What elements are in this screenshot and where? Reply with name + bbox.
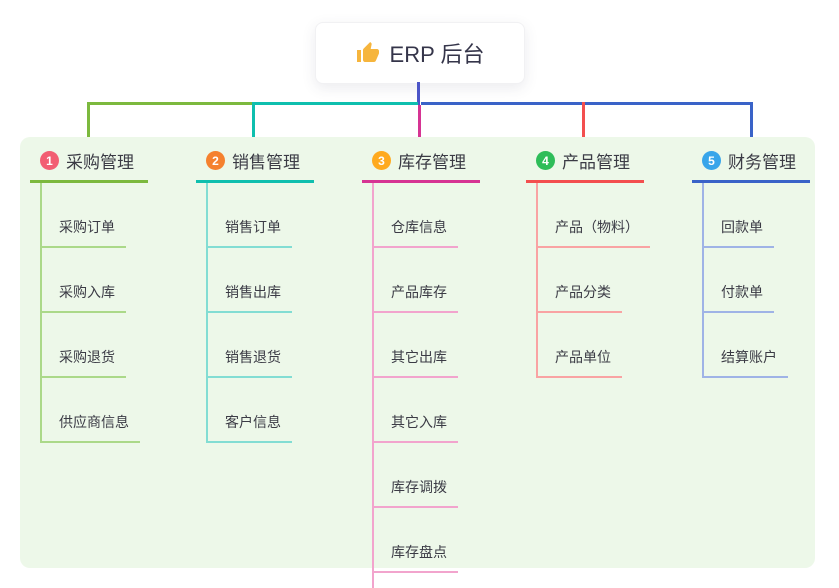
- branch-column: 2 销售管理销售订单销售出库销售退货客户信息: [196, 148, 314, 443]
- branch-number-badge: 1: [40, 151, 59, 170]
- connector-segment: [421, 102, 753, 105]
- branch-number-badge: 3: [372, 151, 391, 170]
- branch-children: 仓库信息产品库存其它出库其它入库库存调拨库存盘点出库库明细: [372, 183, 472, 588]
- branch-node[interactable]: 3 库存管理: [362, 148, 480, 183]
- branches-panel: [20, 137, 815, 568]
- leaf-node[interactable]: 采购退货: [42, 313, 126, 378]
- leaf-node[interactable]: 供应商信息: [42, 378, 140, 443]
- leaf-node[interactable]: 付款单: [704, 248, 774, 313]
- connector-drop: [418, 105, 421, 141]
- branch-column: 1 采购管理采购订单采购入库采购退货供应商信息: [30, 148, 148, 443]
- leaf-node[interactable]: 库存盘点: [374, 508, 458, 573]
- leaf-node[interactable]: 回款单: [704, 183, 774, 248]
- branch-children: 销售订单销售出库销售退货客户信息: [206, 183, 292, 443]
- leaf-node[interactable]: 产品库存: [374, 248, 458, 313]
- leaf-node[interactable]: 产品（物料）: [538, 183, 650, 248]
- root-node[interactable]: ERP 后台: [315, 22, 525, 84]
- branch-label: 财务管理: [728, 153, 796, 172]
- branch-column: 5 财务管理回款单付款单结算账户: [692, 148, 810, 378]
- branch-label: 采购管理: [66, 153, 134, 172]
- leaf-node[interactable]: 销售出库: [208, 248, 292, 313]
- connector-drop: [582, 102, 585, 141]
- branch-label: 库存管理: [398, 153, 466, 172]
- thumbs-up-icon: [356, 41, 380, 65]
- branch-node[interactable]: 5 财务管理: [692, 148, 810, 183]
- branch-number-badge: 5: [702, 151, 721, 170]
- trunk-line: [417, 82, 420, 105]
- leaf-node[interactable]: 产品单位: [538, 313, 622, 378]
- connector-segment: [252, 102, 418, 105]
- leaf-node[interactable]: 产品分类: [538, 248, 622, 313]
- branch-column: 4 产品管理产品（物料）产品分类产品单位: [526, 148, 650, 378]
- branch-column: 3 库存管理仓库信息产品库存其它出库其它入库库存调拨库存盘点出库库明细: [362, 148, 480, 588]
- branch-node[interactable]: 1 采购管理: [30, 148, 148, 183]
- connector-drop: [750, 102, 753, 141]
- branch-number-badge: 4: [536, 151, 555, 170]
- leaf-node[interactable]: 销售订单: [208, 183, 292, 248]
- leaf-node[interactable]: 采购订单: [42, 183, 126, 248]
- connector-drop: [87, 102, 90, 141]
- leaf-node[interactable]: 销售退货: [208, 313, 292, 378]
- leaf-node[interactable]: 其它出库: [374, 313, 458, 378]
- branch-children: 产品（物料）产品分类产品单位: [536, 183, 650, 378]
- branch-label: 产品管理: [562, 153, 630, 172]
- leaf-node[interactable]: 结算账户: [704, 313, 788, 378]
- leaf-node[interactable]: 仓库信息: [374, 183, 458, 248]
- leaf-node[interactable]: 采购入库: [42, 248, 126, 313]
- branch-label: 销售管理: [232, 153, 300, 172]
- branch-children: 回款单付款单结算账户: [702, 183, 788, 378]
- root-label: ERP 后台: [389, 42, 485, 67]
- branch-node[interactable]: 4 产品管理: [526, 148, 644, 183]
- branch-children: 采购订单采购入库采购退货供应商信息: [40, 183, 140, 443]
- leaf-node[interactable]: 客户信息: [208, 378, 292, 443]
- leaf-node[interactable]: 其它入库: [374, 378, 458, 443]
- leaf-node[interactable]: 出库库明细: [374, 573, 472, 588]
- leaf-node[interactable]: 库存调拨: [374, 443, 458, 508]
- connector-drop: [252, 102, 255, 141]
- branch-node[interactable]: 2 销售管理: [196, 148, 314, 183]
- branch-number-badge: 2: [206, 151, 225, 170]
- connector-segment: [87, 102, 252, 105]
